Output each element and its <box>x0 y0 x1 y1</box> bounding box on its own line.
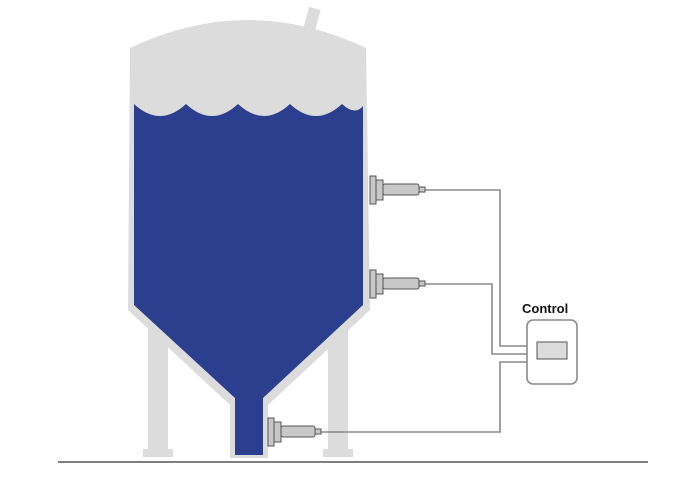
silo-legs <box>143 318 353 457</box>
sensor-cables <box>320 189 528 433</box>
control-unit: Control <box>522 301 578 385</box>
sensor-upper <box>369 175 426 205</box>
cable-upper <box>425 189 528 347</box>
left-leg <box>148 318 168 453</box>
right-leg-foot <box>323 449 353 457</box>
sensor-bottom <box>267 417 322 447</box>
sensor-middle <box>369 269 426 299</box>
liquid-contents <box>134 104 363 455</box>
left-leg-foot <box>143 449 173 457</box>
control-label: Control <box>522 301 568 316</box>
vent-pipe <box>303 6 321 32</box>
cable-bottom <box>320 361 528 433</box>
right-leg <box>328 318 348 453</box>
control-display <box>536 341 568 360</box>
cable-middle <box>425 283 528 355</box>
